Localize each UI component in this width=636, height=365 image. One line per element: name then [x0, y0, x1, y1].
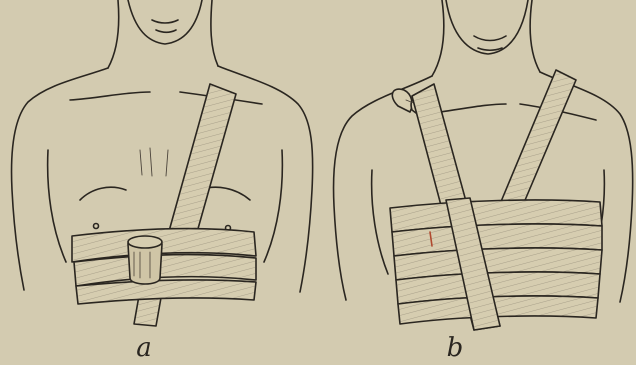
- caption-b: b: [435, 334, 475, 362]
- panel-a-illustration: [12, 0, 313, 326]
- chest-bandage-turns-b: [390, 198, 602, 330]
- chest-bandage-turns-a: [72, 229, 256, 304]
- compress-pad-a: [128, 236, 162, 284]
- panel-b-illustration: [334, 0, 633, 330]
- caption-a: a: [124, 334, 164, 362]
